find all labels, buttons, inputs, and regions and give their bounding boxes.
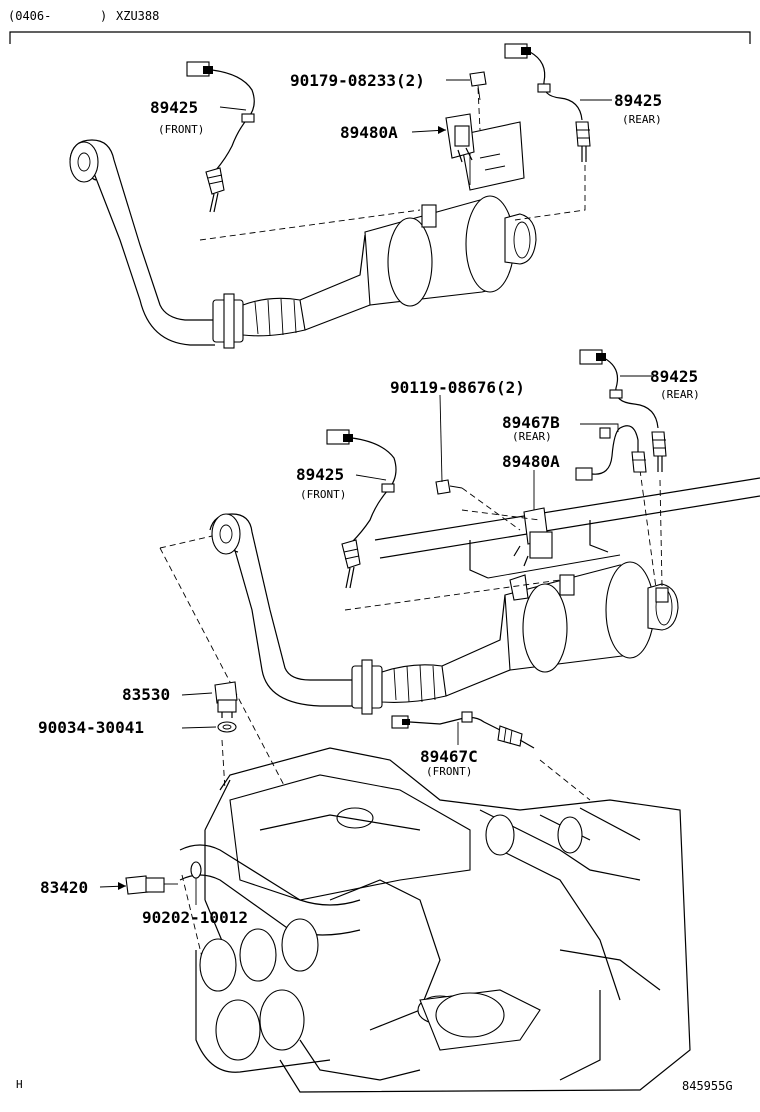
gasket xyxy=(217,721,237,733)
callout-part: 89425 xyxy=(150,98,198,117)
callout-part: 83420 xyxy=(40,878,88,897)
engine-block xyxy=(179,747,691,1093)
callout-90119-08676: 90119-08676(2) xyxy=(390,378,525,397)
callout-89425-front-middle: 89425 (FRONT) xyxy=(296,465,346,501)
callout-89467C: 89467C (FRONT) xyxy=(420,747,478,778)
footer-code: 845955G xyxy=(682,1079,733,1093)
callout-sub: (FRONT) xyxy=(158,123,204,136)
callout-part: 89480A xyxy=(340,123,398,142)
callout-sub: (REAR) xyxy=(622,113,662,126)
front-af-sensor xyxy=(391,711,535,749)
header-model: XZU388 xyxy=(116,9,159,23)
callout-part: 89425 xyxy=(650,367,698,386)
callout-part: 89425 xyxy=(614,91,662,110)
callout-sub: (REAR) xyxy=(512,430,552,443)
callout-90179-08233: 90179-08233(2) xyxy=(290,71,425,90)
callout-89480A-middle: 89480A xyxy=(502,452,560,471)
top-rear-o2-sensor xyxy=(504,43,591,162)
callout-part: 90119-08676(2) xyxy=(390,378,525,397)
callout-part: 83530 xyxy=(122,685,170,704)
callout-sub: (FRONT) xyxy=(300,488,346,501)
temperature-sensor xyxy=(125,875,178,895)
top-exhaust-assembly xyxy=(69,71,586,349)
pressure-switch xyxy=(214,681,238,718)
callout-90202-10012: 90202-10012 xyxy=(142,908,248,927)
callout-89467B: 89467B (REAR) xyxy=(502,413,560,443)
callout-83530: 83530 xyxy=(122,685,170,704)
middle-exhaust-assembly xyxy=(159,469,760,991)
callout-part: 90034-30041 xyxy=(38,718,144,737)
rear-af-sensor xyxy=(575,425,647,481)
header-range-close: ) xyxy=(100,9,107,23)
header-frame xyxy=(9,31,751,44)
callout-89425-rear-top: 89425 (REAR) xyxy=(614,91,662,126)
top-front-o2-sensor xyxy=(186,61,255,213)
middle-front-o2-sensor xyxy=(326,429,397,589)
footer-left-mark: H xyxy=(16,1078,23,1091)
callout-sub: (REAR) xyxy=(660,388,700,401)
callout-part: 89480A xyxy=(502,452,560,471)
callout-part: 90202-10012 xyxy=(142,908,248,927)
callout-83420: 83420 xyxy=(40,878,88,897)
callout-leaders xyxy=(99,79,652,905)
callout-89425-rear-middle: 89425 (REAR) xyxy=(650,367,700,401)
callout-part: 90179-08233(2) xyxy=(290,71,425,90)
callout-89480A-top: 89480A xyxy=(340,123,398,142)
header-range-open: (0406- xyxy=(8,9,51,23)
callout-sub: (FRONT) xyxy=(426,765,472,778)
callout-90034-30041: 90034-30041 xyxy=(38,718,144,737)
callout-part: 89467C xyxy=(420,747,478,766)
callout-part: 89467B xyxy=(502,413,560,432)
callout-89425-front-top: 89425 (FRONT) xyxy=(150,98,204,136)
callout-part: 89425 xyxy=(296,465,344,484)
middle-rear-o2-sensor xyxy=(579,349,667,472)
gasket-ring xyxy=(190,861,202,879)
